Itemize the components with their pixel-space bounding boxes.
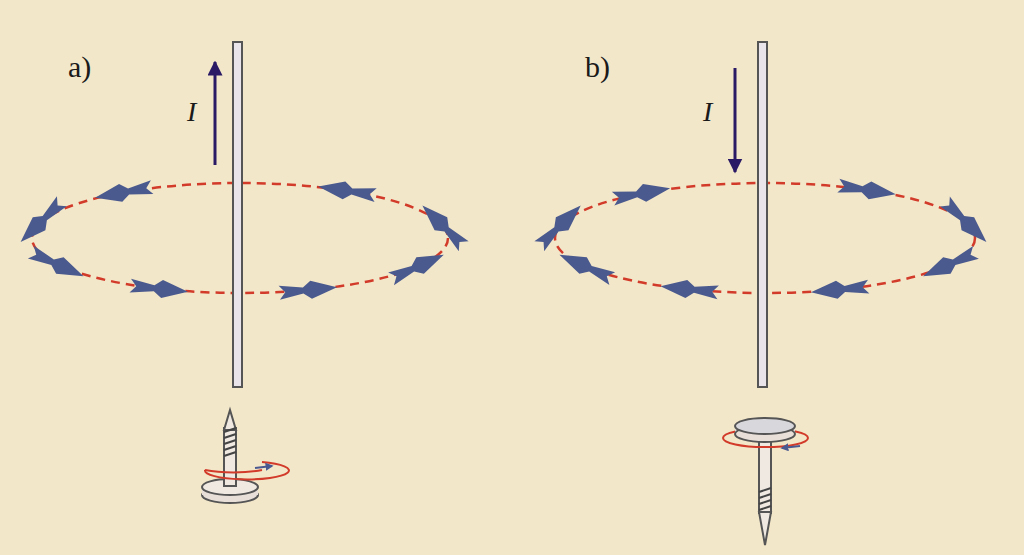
wire (758, 42, 767, 387)
compass-needle (556, 247, 616, 287)
panel-label: a) (68, 52, 91, 82)
current-arrow (734, 68, 737, 172)
compass-needle (416, 199, 470, 253)
screw (723, 418, 808, 545)
compass-needle (939, 195, 993, 248)
compass-needle (660, 277, 720, 301)
compass-needle (27, 244, 87, 285)
compass-needle (810, 278, 869, 301)
current-arrow (214, 62, 217, 165)
current-symbol: I (187, 98, 196, 126)
screw (202, 410, 289, 503)
compass-needle (611, 179, 671, 207)
wire (233, 42, 242, 387)
compass-needle (533, 199, 587, 252)
compass-needle (14, 195, 68, 249)
current-symbol: I (703, 98, 712, 126)
compass-needle (278, 278, 337, 301)
compass-needle (93, 178, 153, 206)
compass-needle (317, 178, 377, 205)
compass-needle (387, 246, 447, 287)
compass-needle (837, 177, 897, 203)
compass-needle (919, 244, 979, 284)
compass-needle (129, 277, 189, 301)
panel-label: b) (585, 52, 610, 82)
